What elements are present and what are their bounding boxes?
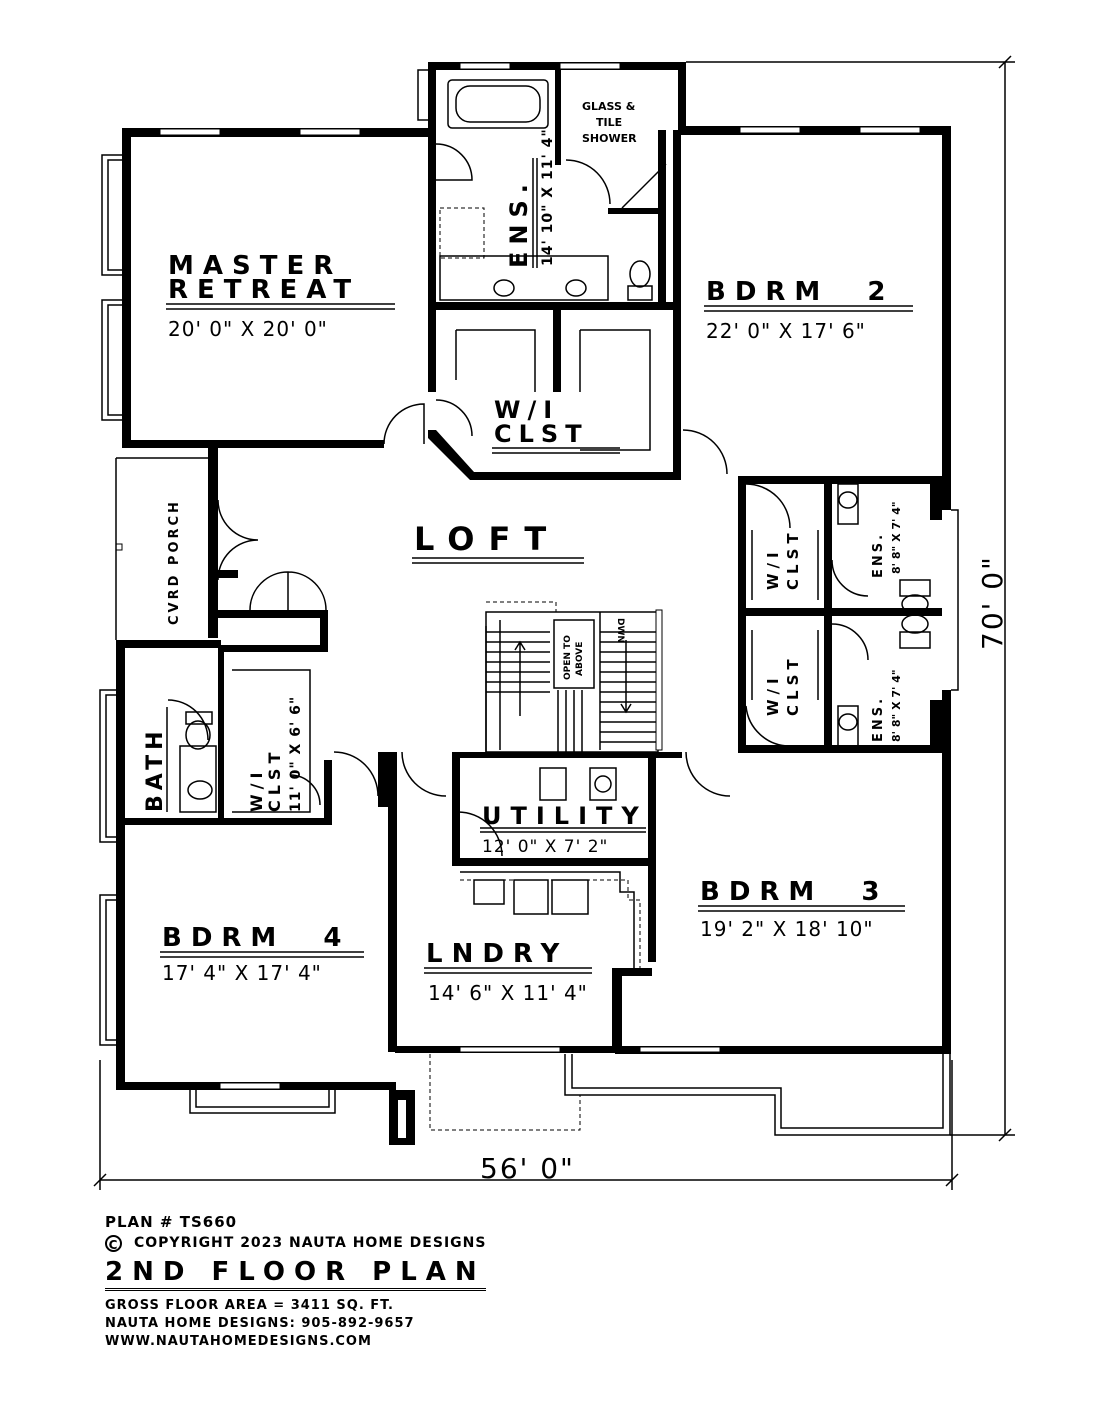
lower-wic-label-2: CLST	[784, 654, 802, 716]
copyright-icon: C	[105, 1234, 122, 1252]
bdrm2-size: 22' 0" X 17' 6"	[706, 319, 866, 343]
bdrm4-size: 17' 4" X 17' 4"	[162, 961, 322, 985]
porch-label: CVRD PORCH	[167, 499, 182, 625]
open-to-above-label-2: ABOVE	[575, 642, 585, 676]
windows	[159, 62, 921, 1090]
shower-label-3: SHOWER	[582, 132, 637, 145]
overall-depth: 70' 0"	[976, 555, 1009, 650]
copyright-line: C COPYRIGHT 2023 NAUTA HOME DESIGNS	[105, 1233, 625, 1254]
stair-down-label: DWN	[615, 618, 625, 643]
copyright-text: COPYRIGHT 2023 NAUTA HOME DESIGNS	[134, 1235, 487, 1251]
floor-plan-drawing: MASTER RETREAT 20' 0" X 20' 0" ENS. 14' …	[93, 55, 1015, 1190]
bump-outs	[99, 69, 959, 1136]
bdrm4-label: BDRM 4	[162, 923, 350, 953]
utility-size: 12' 0" X 7' 2"	[482, 837, 608, 857]
bdrm4-wic-label-2: CLST	[265, 748, 284, 812]
designer-phone: NAUTA HOME DESIGNS: 905-892-9657	[105, 1316, 415, 1331]
designer-website: WWW.NAUTAHOMEDESIGNS.COM	[105, 1334, 372, 1349]
fixtures	[115, 79, 931, 968]
upper-ens-size: 8' 8" X 7' 4"	[890, 501, 903, 574]
loft-label: LOFT	[414, 520, 560, 558]
ensuite-main-size: 14' 10" X 11' 4"	[540, 128, 556, 266]
interior-walls	[116, 70, 942, 1052]
utility-label: UTILITY	[482, 802, 648, 830]
bdrm2-label: BDRM 2	[706, 277, 894, 307]
dimension-lines	[93, 55, 1015, 1190]
open-to-above-label-1: OPEN TO	[563, 635, 573, 680]
bdrm3-size: 19' 2" X 18' 10"	[700, 917, 874, 941]
drawing-title: 2ND FLOOR PLAN	[105, 1258, 486, 1291]
lower-ens-label: ENS.	[871, 696, 886, 742]
master-retreat-size: 20' 0" X 20' 0"	[168, 317, 328, 341]
upper-wic-label-1: W/I	[764, 547, 782, 590]
staircase	[485, 601, 663, 753]
master-wic-label-1: W/I	[494, 396, 559, 424]
lower-ens-size: 8' 8" X 7' 4"	[890, 669, 903, 742]
bdrm4-wic-size: 11' 0" X 6' 6"	[288, 696, 304, 812]
shower-label-1: GLASS &	[582, 100, 636, 113]
gross-floor-area: GROSS FLOOR AREA = 3411 SQ. FT.	[105, 1298, 394, 1313]
laundry-size: 14' 6" X 11' 4"	[428, 981, 588, 1005]
bdrm3-label: BDRM 3	[700, 877, 888, 907]
master-wic-label-2: CLST	[494, 420, 589, 448]
shower-label-2: TILE	[596, 116, 622, 129]
overall-width: 56' 0"	[480, 1152, 575, 1185]
bath-label: BATH	[143, 726, 168, 812]
master-retreat-label-2: RETREAT	[168, 275, 360, 305]
ensuite-main-label: ENS.	[505, 177, 533, 268]
upper-wic-label-2: CLST	[784, 528, 802, 590]
plan-number: PLAN # TS660	[105, 1213, 238, 1231]
master-retreat-label-1: MASTER	[168, 251, 342, 281]
upper-ens-label: ENS.	[871, 532, 886, 578]
lower-wic-label-1: W/I	[764, 673, 782, 716]
bdrm4-wic-label-1: W/I	[247, 768, 266, 812]
laundry-label: LNDRY	[426, 939, 568, 969]
title-block: PLAN # TS660 C COPYRIGHT 2023 NAUTA HOME …	[105, 1212, 625, 1351]
room-labels: MASTER RETREAT 20' 0" X 20' 0" ENS. 14' …	[143, 100, 1009, 1185]
